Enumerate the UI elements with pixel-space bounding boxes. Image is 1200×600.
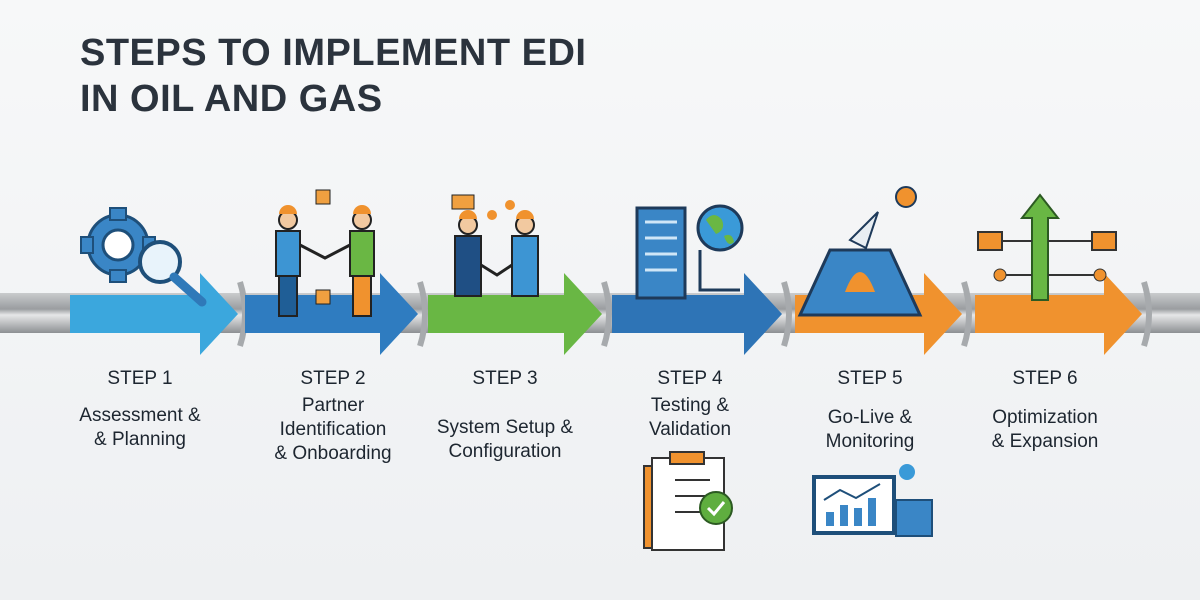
pipe-flange xyxy=(781,281,792,347)
step-description: System Setup & Configuration xyxy=(415,416,595,464)
step-label: STEP 4 xyxy=(657,368,723,389)
step-arrow xyxy=(612,273,782,355)
desc-line: Monitoring xyxy=(825,431,915,452)
step-arrow xyxy=(70,273,238,355)
monitoring-dashboard-icon xyxy=(812,464,933,537)
growth-network-icon xyxy=(977,193,1117,301)
step-label: STEP 3 xyxy=(472,368,538,389)
step-arrow xyxy=(245,273,418,355)
desc-line: Assessment & xyxy=(79,405,201,426)
desc-line: Configuration xyxy=(448,441,562,462)
server-globe-icon xyxy=(635,204,744,300)
step-1: STEP 1 Assessment & & Planning xyxy=(50,368,230,452)
checklist-icon xyxy=(643,451,733,551)
pipe-flange xyxy=(237,281,248,347)
desc-line: System Setup & xyxy=(436,417,574,438)
step-label: STEP 1 xyxy=(107,368,173,389)
desc-line: Validation xyxy=(648,419,732,440)
pipe-flange xyxy=(417,281,428,347)
desc-line: Go-Live & xyxy=(827,407,913,428)
desc-line: Partner xyxy=(301,395,365,416)
handshake-workers-icon xyxy=(275,189,375,317)
step-arrow xyxy=(975,273,1142,355)
gear-magnifier-icon xyxy=(80,207,207,307)
team-handshake-icon xyxy=(451,194,539,297)
title-line-1: STEPS TO IMPLEMENT EDI xyxy=(80,32,587,74)
step-5: STEP 5 Go-Live & Monitoring xyxy=(780,368,960,454)
infographic-title: STEPS TO IMPLEMENT EDI IN OIL AND GAS xyxy=(80,30,586,122)
desc-line: & Onboarding xyxy=(274,443,392,464)
desc-line: Identification xyxy=(279,419,387,440)
desc-line: Testing & xyxy=(650,395,730,416)
desc-line: & Planning xyxy=(94,429,186,450)
rocket-launch-icon xyxy=(797,186,923,317)
step-description: Optimization & Expansion xyxy=(955,406,1135,454)
desc-line: Optimization xyxy=(992,407,1098,428)
pipe-flange xyxy=(601,281,612,347)
step-description: Go-Live & Monitoring xyxy=(780,406,960,454)
step-label: STEP 6 xyxy=(1012,368,1078,389)
step-description: Testing & Validation xyxy=(600,394,780,442)
step-3: STEP 3 System Setup & Configuration xyxy=(415,368,595,464)
step-4: STEP 4 Testing & Validation xyxy=(600,368,780,442)
desc-line: & Expansion xyxy=(991,431,1099,452)
step-arrow xyxy=(428,273,602,355)
pipe-flange xyxy=(1141,281,1152,347)
step-description: Assessment & & Planning xyxy=(50,404,230,452)
step-6: STEP 6 Optimization & Expansion xyxy=(955,368,1135,454)
title-line-2: IN OIL AND GAS xyxy=(80,78,383,120)
step-label: STEP 2 xyxy=(300,368,366,389)
pipe-flange xyxy=(961,281,972,347)
step-label: STEP 5 xyxy=(837,368,903,389)
